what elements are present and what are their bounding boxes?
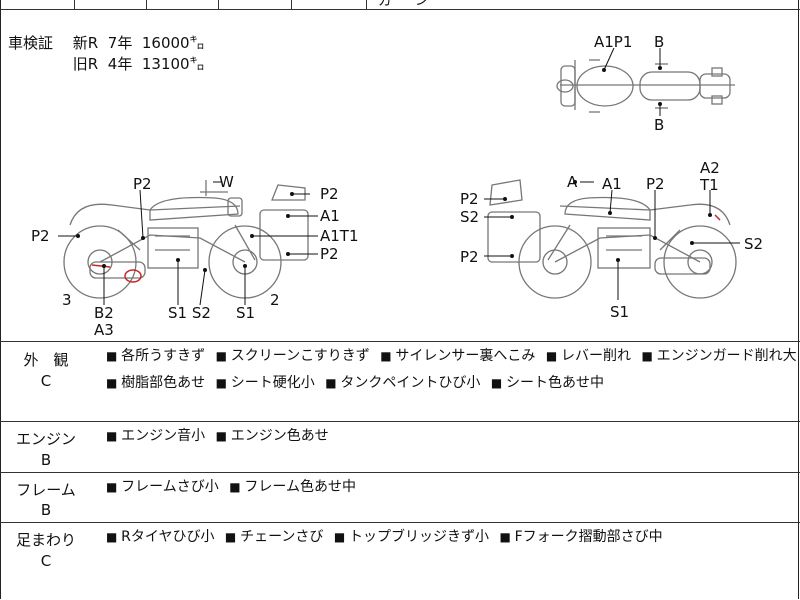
motorcycle-left-view <box>63 180 309 299</box>
list-item: エンジン音小 <box>106 428 205 444</box>
section-grade: C <box>40 372 52 390</box>
damage-mark <box>124 269 142 283</box>
section-title: 外 観 <box>23 351 69 369</box>
section-grade: B <box>40 501 52 519</box>
list-item: Fフォーク摺動部さび中 <box>499 529 662 545</box>
label-a1: A1 <box>320 207 340 225</box>
inspection-row-old: 車検証 旧R 4年 13100㌔ <box>8 54 205 75</box>
section-divider <box>0 522 800 523</box>
section-divider <box>0 472 800 473</box>
list-item: シート硬化小 <box>216 375 315 391</box>
section-grade: B <box>40 451 52 469</box>
section-title: フレーム <box>16 481 76 499</box>
inspection-type: 旧R <box>72 55 99 73</box>
list-item: 各所うすきず <box>106 348 205 364</box>
label-a1t1: A1T1 <box>320 227 359 245</box>
section-title: 足まわり <box>15 531 76 549</box>
label-3: 3 <box>62 291 72 309</box>
leader-lines <box>58 47 740 306</box>
top-cell-divider <box>146 0 147 9</box>
section-items: 各所うすきず スクリーンこすりきず サイレンサー裏へこみ レバー削れ エンジンガ… <box>106 343 800 397</box>
top-table-bottom-border <box>0 9 800 10</box>
label-b-top: B <box>654 33 664 51</box>
item-line: 樹脂部色あせ シート硬化小 タンクペイントひび小 シート色あせ中 <box>106 370 800 397</box>
label-b2: B2 <box>94 304 114 322</box>
top-cell-divider <box>74 0 75 9</box>
section-grade: C <box>40 552 52 570</box>
label-p2-right-top: P2 <box>320 185 339 203</box>
label-w: W <box>219 173 234 191</box>
label-s1: S1 <box>610 303 629 321</box>
leader-dots <box>76 66 712 272</box>
inspection-km: 13100㌔ <box>141 55 205 73</box>
label-p2-right-bottom: P2 <box>320 245 339 263</box>
list-item: フレーム色あせ中 <box>229 479 356 495</box>
inspection-label: 車検証 <box>8 34 54 52</box>
label-p2-left: P2 <box>31 227 50 245</box>
section-items: Rタイヤひび小 チェーンさび トップブリッジきず小 Fフォーク摺動部さび中 <box>106 524 669 551</box>
label-a1: A1 <box>602 175 622 193</box>
section-title: エンジン <box>15 430 76 448</box>
label-a3: A3 <box>94 321 114 339</box>
list-item: シート色あせ中 <box>491 375 604 391</box>
list-item: チェーンさび <box>225 529 323 545</box>
motorcycle-damage-diagram: A1P1 B B P2 W P2 A1 A1T1 P2 P2 3 B2 A3 S… <box>31 33 763 339</box>
item-line: エンジン音小 エンジン色あせ <box>106 423 335 450</box>
item-line: フレームさび小 フレーム色あせ中 <box>106 474 362 501</box>
inspection-type: 新R <box>72 34 99 52</box>
inspection-years: 7年 <box>107 34 133 52</box>
top-cell-divider <box>291 0 292 9</box>
list-item: レバー削れ <box>546 348 631 364</box>
label-a2: A2 <box>700 159 720 177</box>
item-line: Rタイヤひび小 チェーンさび トップブリッジきず小 Fフォーク摺動部さび中 <box>106 524 669 551</box>
label-s2-left: S2 <box>460 208 479 226</box>
section-divider <box>0 421 800 422</box>
motorcycle-top-view <box>556 59 735 113</box>
label-2: 2 <box>270 291 280 309</box>
label-t1: T1 <box>699 176 719 194</box>
list-item: 樹脂部色あせ <box>106 375 205 391</box>
label-p2-left-top: P2 <box>460 190 479 208</box>
list-item: Rタイヤひび小 <box>106 529 214 545</box>
damage-marks <box>91 214 721 283</box>
section-items: エンジン音小 エンジン色あせ <box>106 423 335 450</box>
list-item: フレームさび小 <box>106 479 219 495</box>
list-item: サイレンサー裏へこみ <box>380 348 535 364</box>
inspection-row-new: 車検証 新R 7年 16000㌔ <box>8 33 205 54</box>
damage-mark <box>714 214 721 221</box>
top-partial-text: ガ ー ン <box>378 0 429 9</box>
label-a1p1: A1P1 <box>594 33 632 51</box>
list-item: タンクペイントひび小 <box>325 375 480 391</box>
label-s1: S1 <box>236 304 255 322</box>
inspection-certificate: 車検証 新R 7年 16000㌔ 車検証 旧R 4年 13100㌔ <box>8 33 205 75</box>
inspection-years: 4年 <box>107 55 133 73</box>
label-a-arrow: A <box>567 173 578 191</box>
label-s1s2: S1 S2 <box>168 304 211 322</box>
label-p2-left-bottom: P2 <box>460 248 479 266</box>
top-cell-divider <box>366 0 367 9</box>
list-item: スクリーンこすりきず <box>216 348 370 364</box>
label-p2-top: P2 <box>133 175 152 193</box>
list-item: エンジン色あせ <box>216 428 329 444</box>
label-b-bottom: B <box>654 116 664 134</box>
section-divider <box>0 341 800 342</box>
inspection-km: 16000㌔ <box>141 34 205 52</box>
top-cell-divider <box>218 0 219 9</box>
motorcycle-right-view <box>487 179 737 299</box>
section-items: フレームさび小 フレーム色あせ中 <box>106 474 362 501</box>
label-s2-right: S2 <box>744 235 763 253</box>
item-line: 各所うすきず スクリーンこすりきず サイレンサー裏へこみ レバー削れ エンジンガ… <box>106 343 800 370</box>
damage-mark <box>91 264 111 268</box>
list-item: トップブリッジきず小 <box>334 529 489 545</box>
list-item: エンジンガード削れ大 <box>641 348 796 364</box>
label-p2-mid: P2 <box>646 175 665 193</box>
